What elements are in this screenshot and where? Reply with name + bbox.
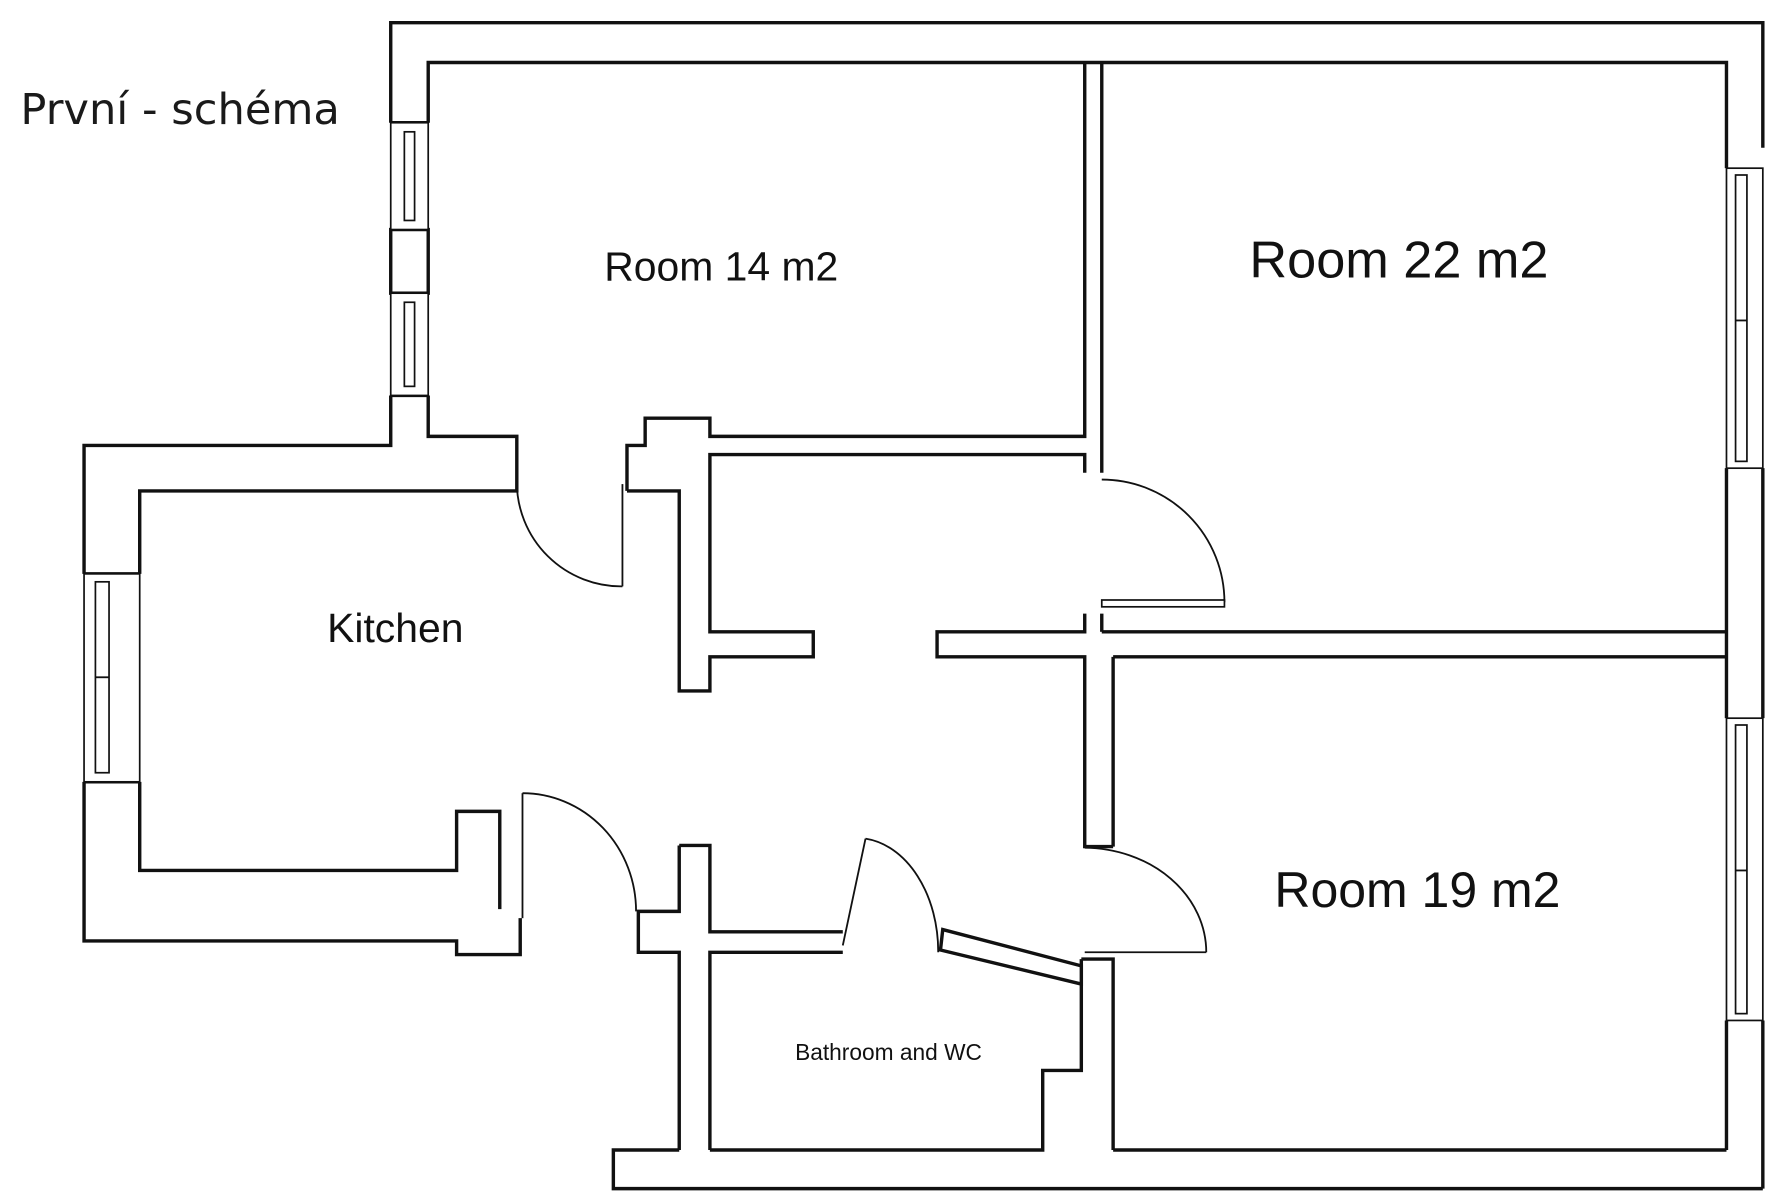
room-label-kitchen: Kitchen bbox=[327, 605, 463, 651]
room-label-22: Room 22 m2 bbox=[1249, 231, 1548, 289]
interior-walls bbox=[625, 62, 1727, 1150]
window-kitchen bbox=[83, 573, 141, 783]
room-labels: Room 14 m2 Room 22 m2 Kitchen Room 19 m2… bbox=[327, 231, 1560, 1065]
door-room22[interactable] bbox=[1100, 478, 1226, 608]
door-room19[interactable] bbox=[1084, 846, 1208, 954]
windows bbox=[83, 121, 1764, 1022]
door-kitchen-top[interactable] bbox=[515, 481, 624, 588]
room-label-19: Room 19 m2 bbox=[1274, 862, 1560, 918]
door-bathroom[interactable] bbox=[841, 837, 940, 953]
doors bbox=[515, 478, 1226, 954]
room-label-bathroom: Bathroom and WC bbox=[795, 1039, 982, 1065]
room-label-14: Room 14 m2 bbox=[604, 244, 838, 290]
plan-title: První - schéma bbox=[20, 85, 339, 135]
door-kitchen-bottom[interactable] bbox=[521, 792, 637, 919]
